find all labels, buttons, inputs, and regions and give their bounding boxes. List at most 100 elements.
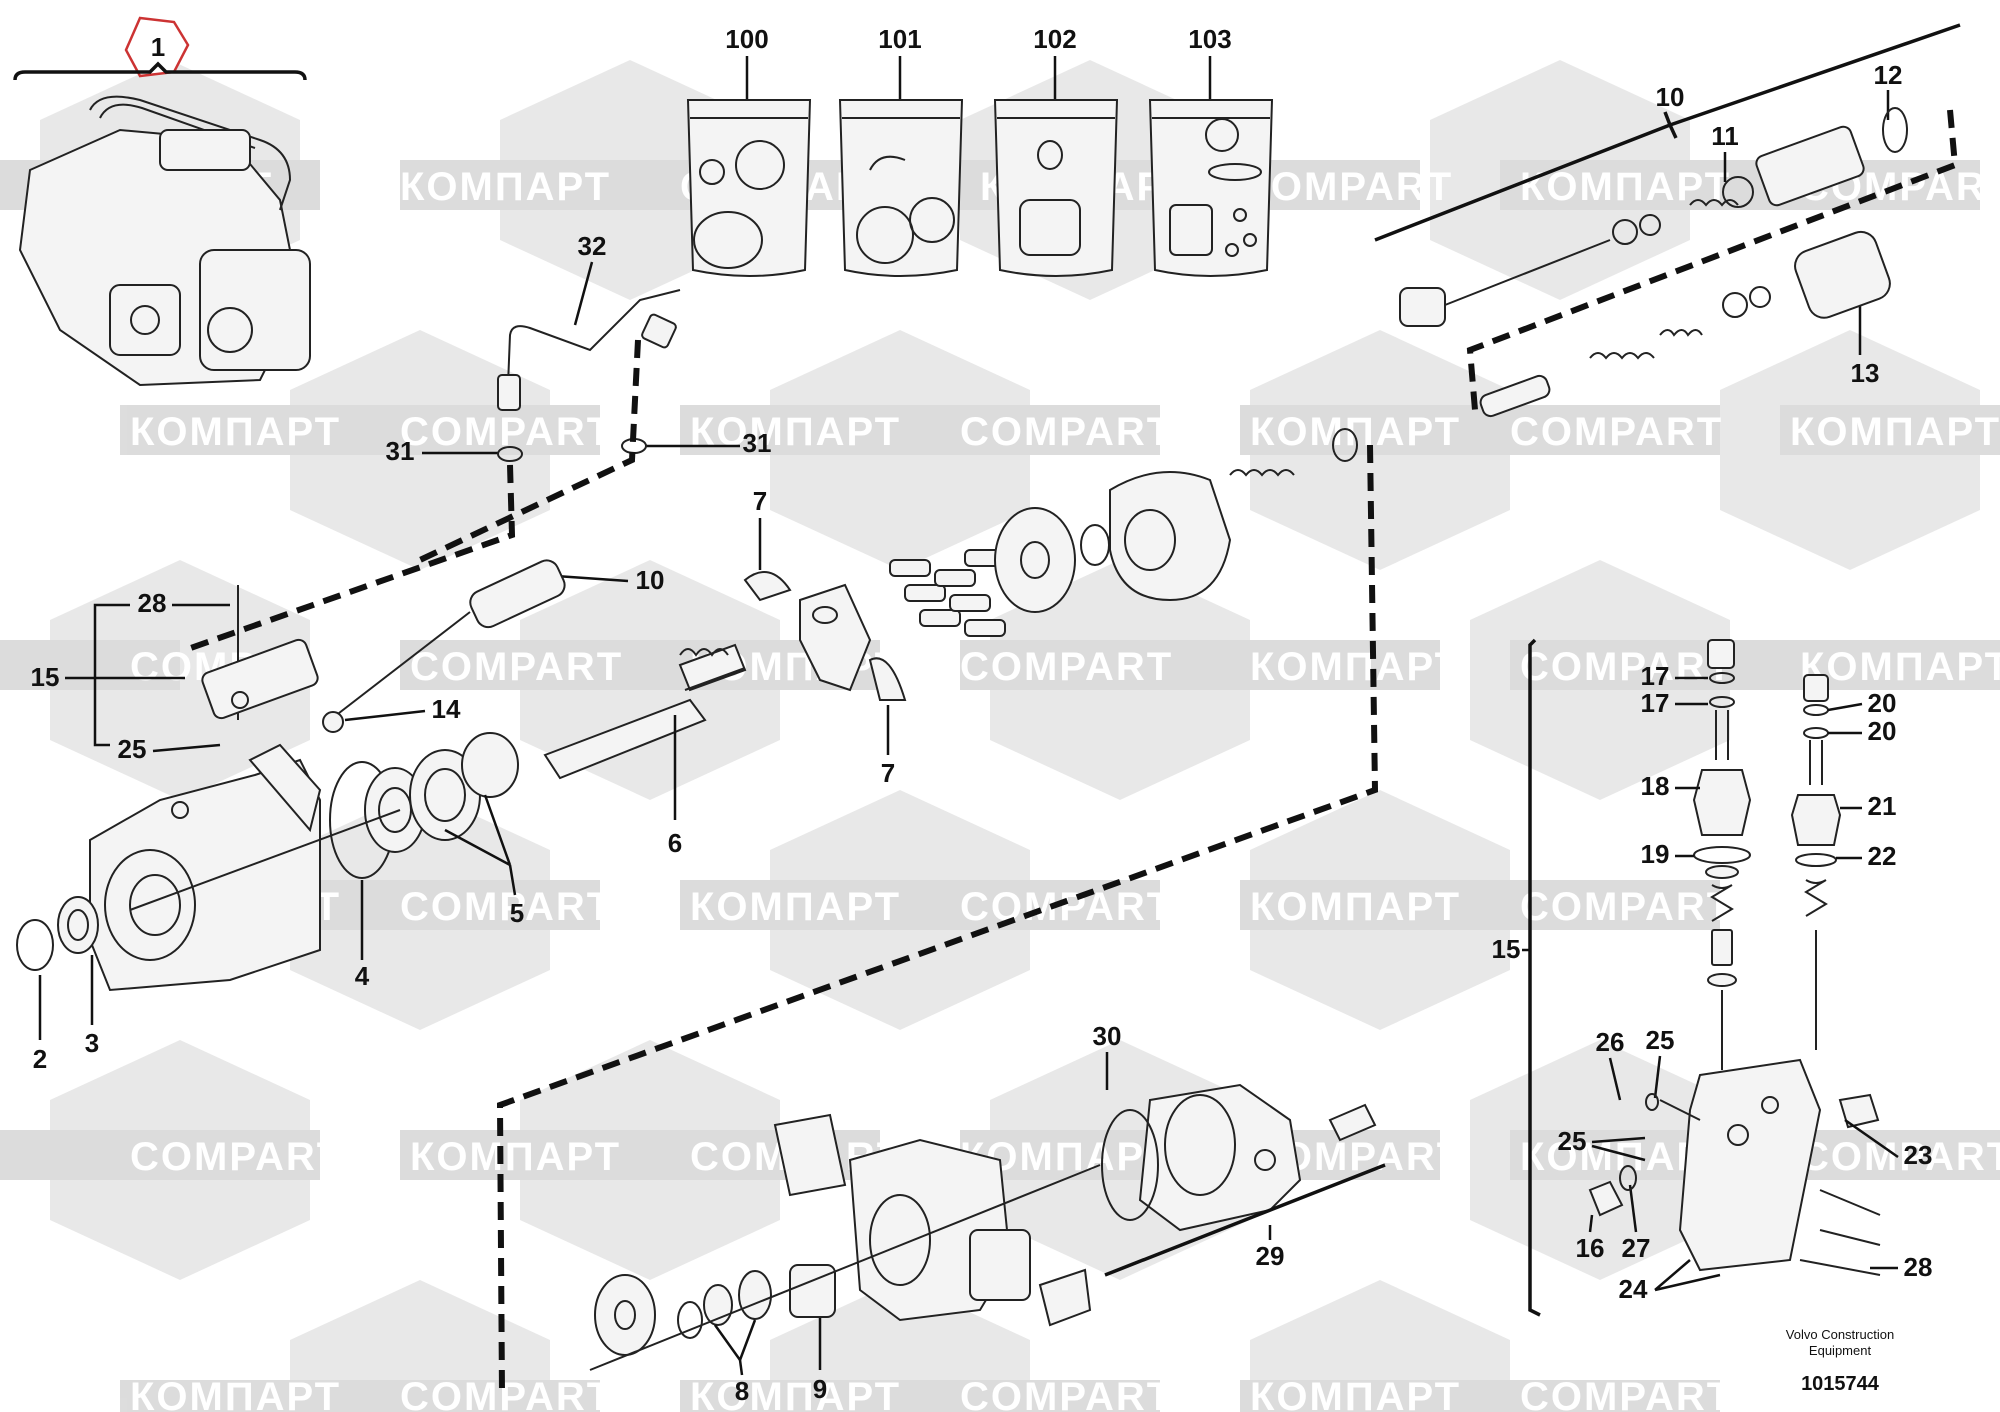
callout-25-top[interactable]: 25 — [1646, 1025, 1675, 1055]
callout-15-left[interactable]: 15 — [31, 662, 60, 692]
watermark-text: КОМПАРТ — [690, 410, 901, 454]
callout-20-a[interactable]: 20 — [1868, 688, 1897, 718]
callout-32[interactable]: 32 — [578, 231, 607, 261]
callout-17-a[interactable]: 17 — [1641, 661, 1670, 691]
watermark-text: COMPART — [1520, 1375, 1733, 1412]
valve-detail-10[interactable]: 10 12 11 13 — [1374, 23, 1961, 418]
valve-block-15-left[interactable]: 28 15 25 — [31, 585, 320, 764]
callout-21[interactable]: 21 — [1868, 791, 1897, 821]
callout-8[interactable]: 8 — [735, 1376, 749, 1406]
callout-103[interactable]: 103 — [1188, 24, 1231, 54]
callout-9[interactable]: 9 — [813, 1374, 827, 1404]
watermark-text: COMPART — [410, 645, 623, 689]
callout-25-left[interactable]: 25 — [118, 734, 147, 764]
ball-14[interactable]: 14 — [322, 694, 461, 733]
watermark-text: COMPART — [960, 645, 1173, 689]
callout-28-left[interactable]: 28 — [138, 588, 167, 618]
watermark-text: КОМПАРТ — [130, 410, 341, 454]
watermark-text: КОМПАРТ — [1790, 410, 2000, 454]
drawing-footer: Volvo Construction Equipment 1015744 — [1786, 1327, 1894, 1395]
watermark-text: COMPART — [1520, 885, 1733, 929]
shaft-9[interactable]: 9 — [789, 1264, 836, 1404]
callout-30[interactable]: 30 — [1093, 1021, 1122, 1051]
callout-7-top[interactable]: 7 — [753, 486, 767, 516]
drive-shaft-6[interactable]: 6 — [543, 643, 747, 858]
callout-4[interactable]: 4 — [355, 961, 370, 991]
watermark-text: COMPART — [960, 1375, 1173, 1412]
bearing-8[interactable]: 8 — [677, 1270, 772, 1406]
watermark-text: КОМПАРТ — [1250, 410, 1461, 454]
callout-2[interactable]: 2 — [33, 1044, 47, 1074]
snap-ring-2[interactable]: 2 — [16, 919, 54, 1074]
callout-13[interactable]: 13 — [1851, 358, 1880, 388]
seal-kit-103[interactable]: 103 — [1148, 24, 1274, 277]
cylinder-block[interactable] — [1109, 428, 1358, 602]
watermark-text: COMPART — [1240, 165, 1453, 209]
callout-24[interactable]: 24 — [1619, 1274, 1648, 1304]
o-ring-31[interactable]: 31 31 — [386, 428, 772, 466]
callout-26[interactable]: 26 — [1596, 1027, 1625, 1057]
callout-7-bottom[interactable]: 7 — [881, 758, 895, 788]
watermark-text: КОМПАРТ — [1800, 645, 2000, 689]
complete-pump-assembly[interactable]: 1 — [13, 16, 311, 387]
callout-1[interactable]: 1 — [151, 32, 165, 62]
callout-29[interactable]: 29 — [1256, 1241, 1285, 1271]
seal-kit-100[interactable]: 100 — [686, 24, 812, 277]
watermark-text: COMPART — [1510, 410, 1723, 454]
watermark-text: COMPART — [960, 410, 1173, 454]
callout-20-b[interactable]: 20 — [1868, 716, 1897, 746]
watermark-text: КОМПАРТ — [690, 1375, 901, 1412]
callout-23[interactable]: 23 — [1904, 1140, 1933, 1170]
watermark-text: COMPART — [1520, 645, 1733, 689]
callout-11[interactable]: 11 — [1711, 121, 1739, 151]
valve-block-15-callouts: 17 17 18 19 20 20 21 22 26 25 25 23 16 2… — [1558, 661, 1933, 1304]
callout-17-b[interactable]: 17 — [1641, 688, 1670, 718]
callout-14[interactable]: 14 — [432, 694, 461, 724]
callout-25-mid[interactable]: 25 — [1558, 1126, 1587, 1156]
callout-6[interactable]: 6 — [668, 828, 682, 858]
valve-plate[interactable] — [994, 507, 1110, 613]
callout-27[interactable]: 27 — [1622, 1233, 1651, 1263]
watermark-text: КОМПАРТ — [410, 1135, 621, 1179]
callout-18[interactable]: 18 — [1641, 771, 1670, 801]
valve-block-15[interactable]: 15 — [1492, 638, 1881, 1317]
swash-plate-7[interactable]: 7 7 — [743, 486, 907, 788]
spring-retainer[interactable] — [679, 648, 729, 657]
footer-company-line2: Equipment — [1809, 1343, 1872, 1358]
footer-company-line1: Volvo Construction — [1786, 1327, 1894, 1342]
pipe-32[interactable]: 32 — [497, 231, 681, 411]
valve-cartridge-10[interactable]: 10 — [329, 556, 665, 721]
callout-5[interactable]: 5 — [510, 898, 524, 928]
callout-3[interactable]: 3 — [85, 1028, 99, 1058]
watermark-text: КОМПАРТ — [1250, 1375, 1461, 1412]
callout-10-top[interactable]: 10 — [1656, 82, 1685, 112]
callout-15-right[interactable]: 15 — [1492, 934, 1521, 964]
adapter-housing[interactable] — [773, 1113, 1092, 1327]
callout-19[interactable]: 19 — [1641, 839, 1670, 869]
watermark-text: COMPART — [960, 885, 1173, 929]
callout-28-right[interactable]: 28 — [1904, 1252, 1933, 1282]
callout-31-right[interactable]: 31 — [743, 428, 772, 458]
pump-housing[interactable] — [89, 743, 322, 992]
callout-22[interactable]: 22 — [1868, 841, 1897, 871]
pistons[interactable] — [889, 549, 1006, 637]
watermark-text: COMPART — [130, 1135, 343, 1179]
seal-ring-3[interactable]: 3 — [57, 896, 99, 1058]
seal-kit-101[interactable]: 101 — [838, 24, 964, 277]
bearing-5[interactable]: 5 — [364, 732, 524, 928]
gear-pump-29[interactable]: 29 — [1104, 1083, 1386, 1277]
callout-102[interactable]: 102 — [1033, 24, 1076, 54]
seal-kit-102[interactable]: 102 — [993, 24, 1119, 277]
callout-16[interactable]: 16 — [1576, 1233, 1605, 1263]
flange-cover[interactable] — [594, 1274, 656, 1356]
watermark-text: COMPART — [1800, 1135, 2000, 1179]
watermark-text: КОМПАРТ — [130, 1375, 341, 1412]
callout-31-left[interactable]: 31 — [386, 436, 415, 466]
callout-12[interactable]: 12 — [1874, 60, 1903, 90]
callout-101[interactable]: 101 — [878, 24, 921, 54]
drawing-number: 1015744 — [1801, 1373, 1880, 1395]
o-ring-30[interactable]: 30 — [1093, 1021, 1159, 1221]
callout-100[interactable]: 100 — [725, 24, 768, 54]
callout-10-main[interactable]: 10 — [636, 565, 665, 595]
